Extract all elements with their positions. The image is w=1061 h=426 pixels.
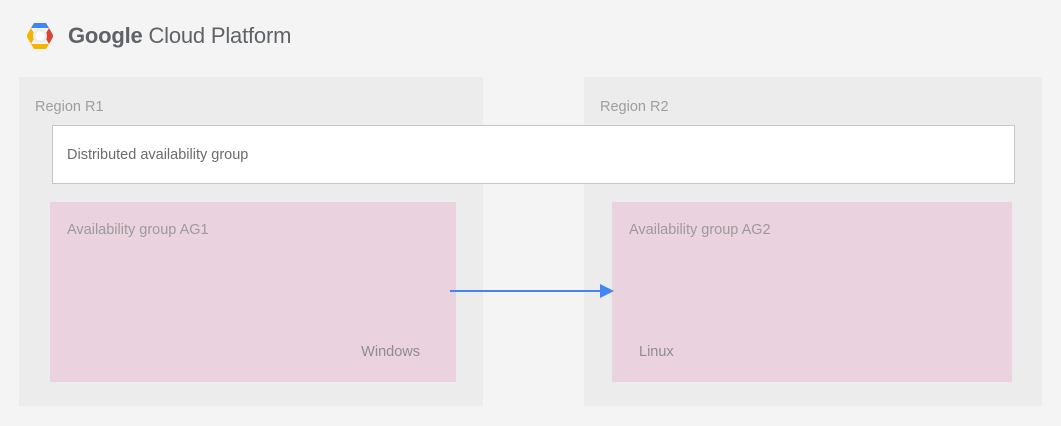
arrow-right-icon — [450, 284, 614, 298]
brand-header: Google Cloud Platform — [24, 18, 291, 54]
distributed-availability-group-label: Distributed availability group — [67, 146, 249, 163]
brand-name: Google Cloud Platform — [68, 23, 291, 49]
availability-group-os-ag2: Linux — [639, 344, 674, 360]
availability-group-title-ag1: Availability group AG1 — [67, 222, 209, 238]
brand-name-google: Google — [68, 23, 143, 48]
distributed-availability-group-box: Distributed availability group — [52, 125, 1015, 184]
region-label-r1: Region R1 — [35, 99, 104, 115]
availability-group-box-ag1: Availability group AG1 Windows — [50, 202, 456, 382]
availability-group-os-ag1: Windows — [361, 344, 420, 360]
region-label-r2: Region R2 — [600, 99, 669, 115]
availability-group-box-ag2: Availability group AG2 Linux — [612, 202, 1012, 382]
google-cloud-hexagon-icon — [27, 23, 53, 49]
availability-group-title-ag2: Availability group AG2 — [629, 222, 771, 238]
brand-name-rest: Cloud Platform — [142, 23, 292, 48]
